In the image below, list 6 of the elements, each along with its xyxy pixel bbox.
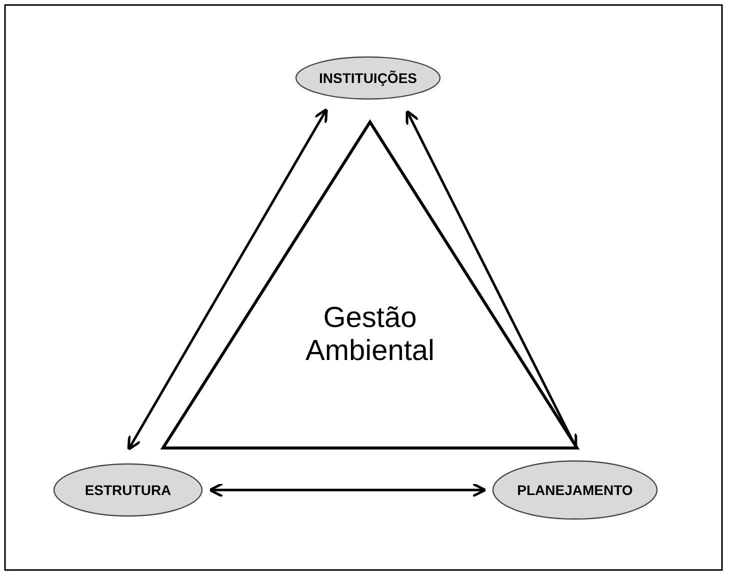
- double-arrow: [208, 482, 486, 498]
- node-label: PLANEJAMENTO: [517, 482, 633, 498]
- center-title: Gestão Ambiental: [304, 302, 436, 368]
- double-arrow: [127, 108, 328, 451]
- node-label: ESTRUTURA: [84, 482, 172, 498]
- node-label: INSTITUIÇÕES: [318, 70, 417, 86]
